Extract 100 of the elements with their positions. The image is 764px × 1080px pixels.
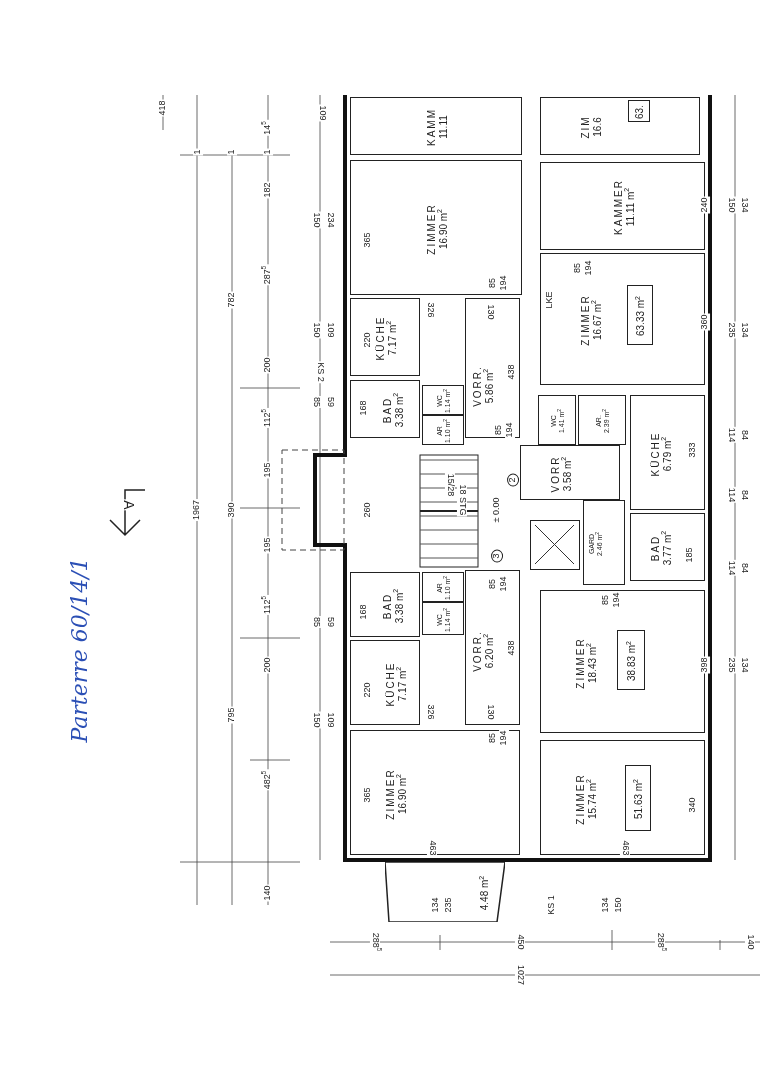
room-outline (350, 380, 420, 438)
dimension-label: 1 (263, 148, 273, 156)
dimension-label: 114 (726, 559, 736, 577)
room-name: BAD (649, 533, 661, 564)
dimension-label: 1027 (515, 964, 525, 986)
dimension-label: 463 (427, 839, 437, 857)
stair-label: 15/28 (445, 472, 455, 498)
section-mark: KS 1 (547, 894, 557, 916)
dimension-label: 326 (425, 703, 435, 721)
dimension-label: 235 (726, 656, 736, 674)
dimension-label: 220 (363, 681, 373, 699)
dimension-label: 85 (311, 396, 321, 408)
stair-label: 18 STG (457, 483, 467, 517)
room-outline (422, 602, 464, 635)
dimension-label: 59 (325, 396, 335, 408)
area-box (624, 764, 651, 831)
dimension-label: 438 (507, 363, 517, 381)
room-outline (350, 97, 522, 155)
room-name: ZIMMER (579, 294, 591, 346)
dimension-label: 150 (311, 711, 321, 729)
dimension-label: 418 (158, 99, 168, 117)
dimension-label: 795 (227, 706, 237, 724)
dimension-label: 194 (612, 591, 622, 609)
dimension-label: 260 (363, 501, 373, 519)
dimension-label: 85 (488, 732, 498, 744)
dimension-label: 150 (311, 211, 321, 229)
room-outline (422, 572, 464, 602)
dimension-label: 182 (263, 181, 273, 199)
room-outline (465, 570, 520, 725)
dimension-label: 194 (499, 729, 509, 747)
room-outline (630, 395, 705, 510)
dimension-label: 109 (317, 104, 327, 122)
area-box (627, 99, 650, 122)
dimension-label: 463 (620, 839, 630, 857)
dimension-label: 134 (601, 896, 611, 914)
dimension-label: 85 (488, 578, 498, 590)
dimension-label: 109 (325, 321, 335, 339)
dimension-label: 365 (363, 231, 373, 249)
room-outline (350, 298, 420, 376)
dimension-label: 195 (263, 461, 273, 479)
dimension-label: 240 (700, 196, 710, 214)
door-number: 3 (491, 549, 503, 563)
dimension-label: 84 (739, 489, 749, 501)
dimension-label: 114 (726, 486, 736, 504)
dimension-label: 200 (263, 656, 273, 674)
dimension-label: 150 (726, 196, 736, 214)
dimension-label: 194 (499, 274, 509, 292)
room-outline (350, 640, 420, 725)
area-box (626, 284, 653, 345)
dimension-label: 84 (739, 562, 749, 574)
dimension-label: 360 (700, 313, 710, 331)
dimension-label: 234 (325, 211, 335, 229)
dimension-label: 85 (601, 594, 611, 606)
dimension-label: 85 (488, 277, 498, 289)
dimension-label: 340 (688, 796, 698, 814)
dimension-label: 333 (688, 441, 698, 459)
dimension-label: 168 (359, 399, 369, 417)
dimension-label: 194 (499, 575, 509, 593)
room-name: ZIM (579, 115, 591, 139)
room-name: VORR. (471, 630, 483, 672)
dimension-label: 134 (739, 196, 749, 214)
dimension-label: 130 (485, 303, 495, 321)
dimension-label: 85 (573, 262, 583, 274)
dimension-label: 168 (359, 603, 369, 621)
dimension-label: 390 (227, 501, 237, 519)
room-outline (422, 415, 464, 445)
dimension-label: 84 (739, 429, 749, 441)
dimension-label: 85 (494, 424, 504, 436)
level-mark: ± 0.00 (492, 496, 502, 524)
room-outline (350, 730, 520, 855)
room-name: KÜCHE (649, 431, 661, 476)
dimension-label: 85 (311, 616, 321, 628)
section-mark: KS 2 (315, 361, 325, 383)
room-outline (630, 513, 705, 581)
room-name: ZIMMER (574, 772, 586, 825)
dimension-label: 114 (726, 426, 736, 444)
room-area: 11.11 (437, 108, 449, 146)
dimension-label: 185 (685, 546, 695, 564)
dimension-label: 1 (227, 148, 237, 156)
dimension-label: 195 (263, 536, 273, 554)
dimension-label: 130 (485, 703, 495, 721)
room-name: VORR (549, 455, 561, 492)
dimension-label: 150 (311, 321, 321, 339)
room-outline (583, 500, 625, 585)
room-name: KÜCHE (374, 315, 386, 361)
dimension-label: 150 (614, 896, 624, 914)
dimension-label: 140 (745, 933, 755, 951)
dimension-label: 1967 (192, 499, 202, 521)
dimension-label: 140 (263, 884, 273, 902)
note: LKE (545, 290, 555, 310)
room-name: BAD (381, 395, 393, 426)
room-outline (350, 572, 420, 637)
dimension-label: 365 (363, 786, 373, 804)
dimension-label: 194 (505, 421, 515, 439)
room-name: ZIMMER (574, 636, 586, 689)
elevator-shaft (530, 520, 580, 570)
room-outline (540, 253, 705, 385)
dimension-label: 326 (425, 301, 435, 319)
dimension-label: 235 (444, 896, 454, 914)
dimension-label: 134 (431, 896, 441, 914)
